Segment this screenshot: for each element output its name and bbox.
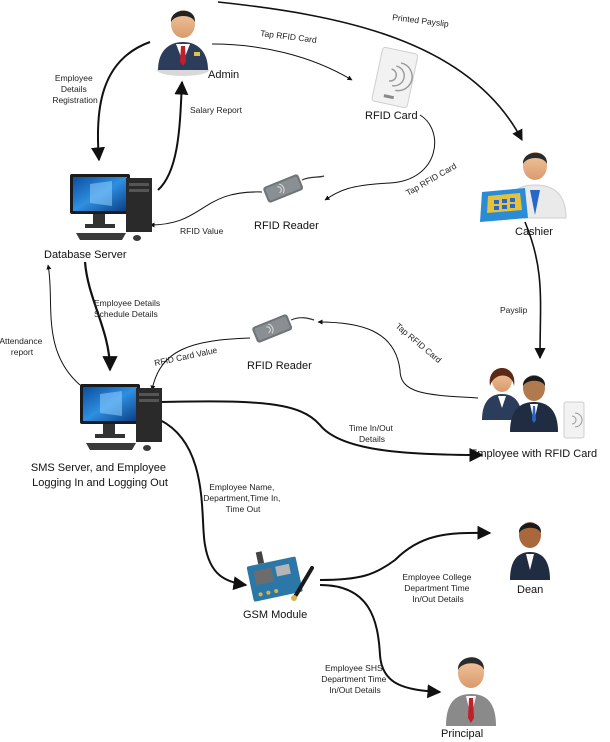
- database-server-label: Database Server: [44, 249, 127, 261]
- label-line: Time In/Out: [349, 423, 394, 433]
- node-rfid-card: RFID Card: [365, 46, 419, 122]
- label-line: In/Out Details: [329, 685, 381, 695]
- label-line: Employee SHS: [325, 663, 383, 673]
- gsm-label: GSM Module: [243, 609, 307, 621]
- edge-label-tap-card-3: Tap RFID Card: [394, 321, 444, 365]
- edges: [46, 1, 546, 699]
- node-employee: Employee with RFID Card: [470, 368, 597, 460]
- desktop-computer-icon: [70, 174, 152, 241]
- rfid-card-icon: [371, 46, 419, 109]
- dean-label: Dean: [517, 584, 543, 596]
- rfid-reader-top-label: RFID Reader: [254, 220, 319, 232]
- edge-label-tap-card-2: Tap RFID Card: [404, 161, 458, 198]
- edge-gsm-to-dean: [319, 525, 492, 581]
- edge-label-payslip: Payslip: [500, 305, 528, 315]
- node-admin: Admin: [157, 10, 239, 81]
- label-line: Details: [61, 84, 87, 94]
- employee-label: Employee with RFID Card: [470, 448, 597, 460]
- label-line: Employee Name,: [209, 482, 274, 492]
- rfid-reader-icon: [252, 314, 293, 343]
- edge-label-employee-schedule: Employee Details Schedule Details: [94, 298, 163, 319]
- edge-label-tap-card-1: Tap RFID Card: [260, 28, 318, 45]
- node-cashier: Cashier: [480, 152, 567, 238]
- label-line: Department,Time In,: [203, 493, 280, 503]
- label-line: In/Out Details: [412, 594, 464, 604]
- node-sms-server: SMS Server, and Employee Logging In and …: [31, 384, 169, 489]
- rfid-reader-icon: [263, 174, 304, 203]
- edge-card-to-reader: [324, 114, 436, 201]
- admin-label: Admin: [208, 69, 239, 81]
- rfid-reader-mid-label: RFID Reader: [247, 360, 312, 372]
- edge-cashier-to-employee: [524, 221, 546, 360]
- edge-label-attendance: Attendance report: [0, 336, 45, 357]
- edge-label-shs: Employee SHS Department Time In/Out Deta…: [321, 663, 389, 695]
- node-database-server: Database Server: [44, 174, 152, 261]
- edge-label-printed-payslip: Printed Payslip: [392, 12, 450, 29]
- edge-reader-to-sms: [150, 337, 251, 391]
- edge-label-salary-report: Salary Report: [190, 105, 243, 115]
- label-line: SMS Server, and Employee: [31, 462, 166, 474]
- edge-label-registration: Employee Details Registration: [52, 73, 98, 105]
- edge-gsm-to-principal: [319, 584, 442, 699]
- edge-admin-to-cashier: [217, 1, 523, 141]
- edge-sms-to-gsm: [159, 419, 248, 591]
- label-line: Attendance: [0, 336, 43, 346]
- label-line: Employee College: [402, 572, 471, 582]
- principal-label: Principal: [441, 728, 483, 740]
- desktop-computer-icon: [80, 384, 162, 451]
- label-line: Logging In and Logging Out: [32, 477, 168, 489]
- node-dean: Dean: [510, 522, 550, 596]
- label-line: Employee: [55, 73, 93, 83]
- label-line: Time Out: [226, 504, 261, 514]
- cashier-label: Cashier: [515, 226, 553, 238]
- node-gsm: GSM Module: [243, 551, 314, 621]
- gsm-module-icon: [246, 551, 303, 602]
- employees-icon: [482, 368, 585, 439]
- edge-employee-to-reader: [317, 319, 479, 399]
- cashier-icon: [480, 152, 567, 222]
- rfid-card-label: RFID Card: [365, 110, 418, 122]
- edge-database-to-admin: [157, 80, 189, 191]
- label-line: Details: [359, 434, 385, 444]
- dean-icon: [510, 522, 550, 580]
- edge-database-to-sms: [83, 261, 118, 372]
- edge-label-rfid-value: RFID Value: [180, 226, 224, 236]
- label-line: report: [11, 347, 34, 357]
- label-line: Schedule Details: [94, 309, 158, 319]
- edge-admin-to-database: [91, 41, 151, 162]
- edge-sms-to-database: [46, 264, 81, 386]
- edge-sms-to-employee: [159, 400, 484, 462]
- label-line: Registration: [52, 95, 98, 105]
- edge-label-college: Employee College Department Time In/Out …: [402, 572, 473, 604]
- node-principal: Principal: [441, 657, 496, 740]
- edge-label-time-in-out: Time In/Out Details: [349, 423, 395, 444]
- principal-icon: [446, 657, 496, 726]
- node-rfid-reader-top: RFID Reader: [254, 174, 325, 232]
- admin-icon: [157, 10, 209, 76]
- edge-label-employee-name: Employee Name, Department,Time In, Time …: [203, 482, 283, 514]
- sms-server-label: SMS Server, and Employee Logging In and …: [31, 462, 169, 489]
- label-line: Department Time: [404, 583, 469, 593]
- label-line: Department Time: [321, 674, 386, 684]
- label-line: Employee Details: [94, 298, 160, 308]
- edge-admin-to-rfid-card: [211, 43, 353, 81]
- node-rfid-reader-mid: RFID Reader: [247, 314, 315, 372]
- edge-reader-to-database: [149, 191, 263, 228]
